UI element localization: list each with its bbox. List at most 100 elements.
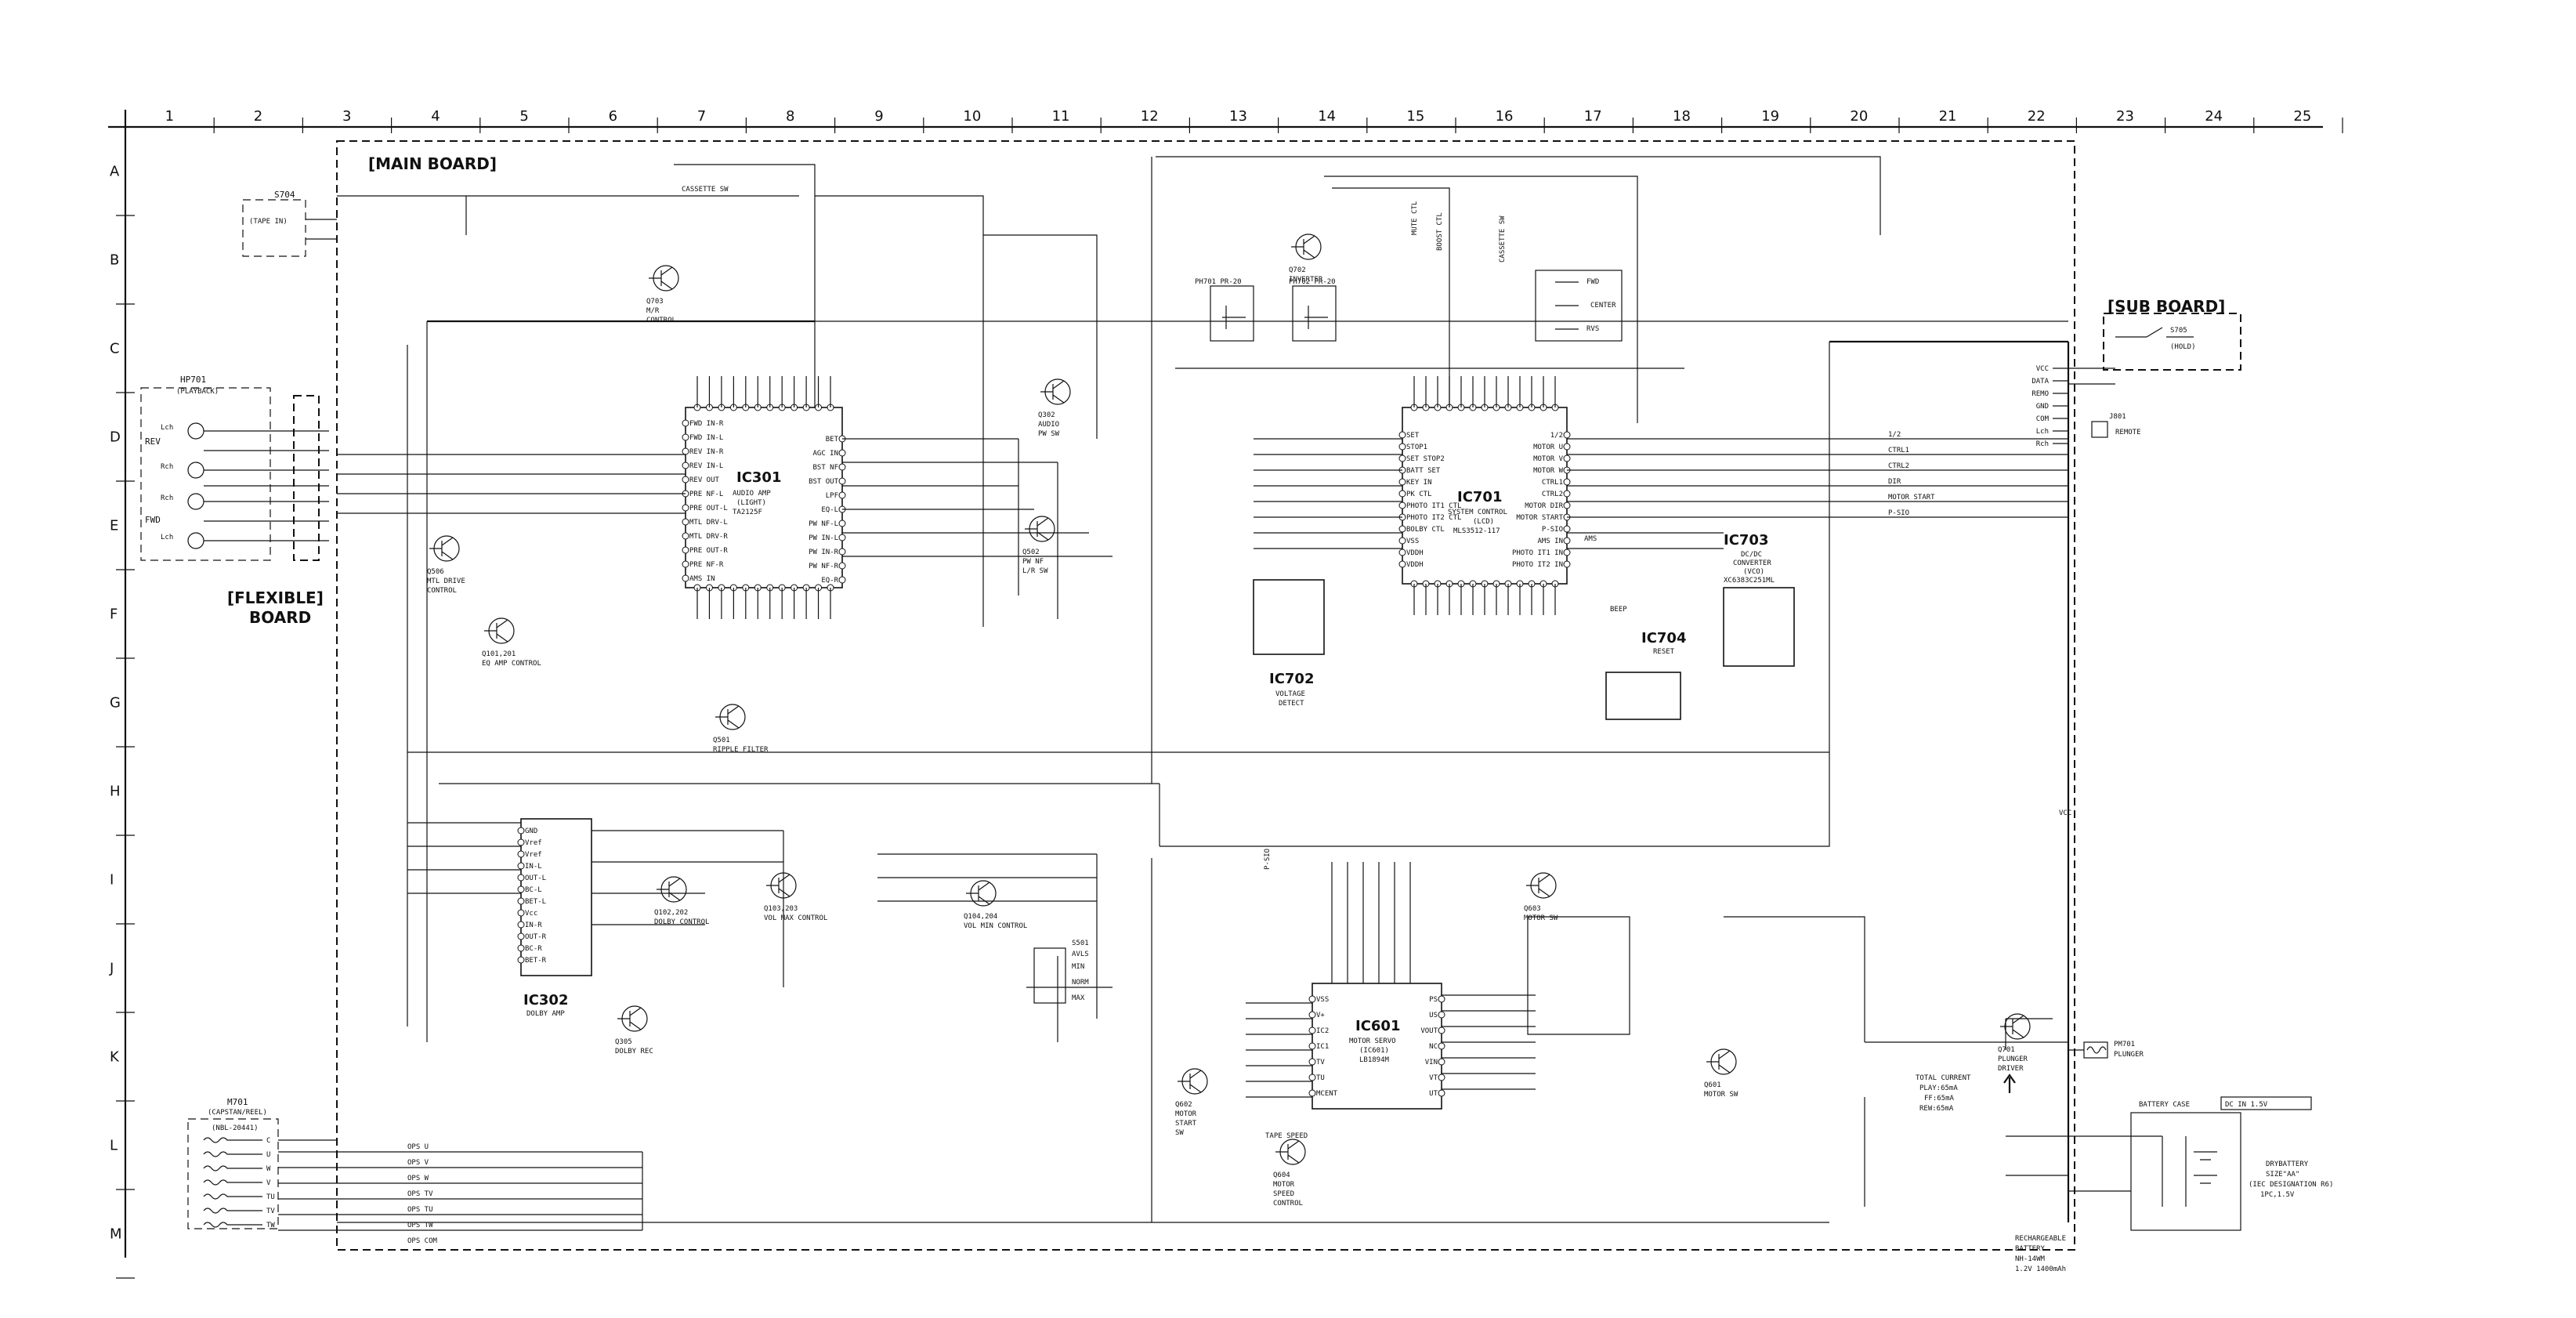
ic601-left-pin-label: VSS	[1316, 996, 1329, 1004]
ic301-left-pin-label: FWD IN-L	[689, 434, 723, 442]
ic301-left-pin	[682, 433, 689, 441]
transistor-function: VOL MIN CONTROL	[964, 922, 1027, 930]
ic301-right-pin-label: PW IN-R	[809, 549, 839, 556]
ic701-left-pin-label: STOP1	[1406, 444, 1427, 451]
ic302-pin	[517, 897, 525, 905]
grid-column-label: 10	[963, 108, 981, 125]
transistor-symbols	[429, 234, 2031, 1165]
ic302-pin-label: BET-L	[525, 898, 546, 906]
svg-text:HP701: HP701	[180, 375, 206, 385]
grid-column-label: 15	[1406, 108, 1424, 125]
ic701-left-pin	[1398, 537, 1406, 545]
svg-text:RVS: RVS	[1586, 325, 1599, 333]
svg-text:VCC: VCC	[2059, 809, 2071, 817]
ic601-left-pin	[1308, 1011, 1316, 1019]
grid-row-label: I	[110, 872, 114, 889]
svg-text:PM701: PM701	[2114, 1041, 2135, 1048]
ic701-right-pin-label: CTRL2	[1542, 491, 1563, 498]
ic301-left-pin	[682, 476, 689, 483]
ic302-pin	[517, 874, 525, 882]
transistor-function: MTL DRIVE	[427, 578, 465, 585]
ic701-left-pin-label: VDDH	[1406, 561, 1424, 569]
grid-column-label: 1	[165, 108, 174, 125]
svg-text:Rch: Rch	[161, 494, 173, 502]
svg-text:PLAY:65mA: PLAY:65mA	[1919, 1084, 1958, 1092]
grid-column-label: 5	[519, 108, 528, 125]
transistor-function: PLUNGER	[1998, 1055, 2028, 1063]
svg-text:REV: REV	[145, 436, 161, 447]
ic302-pin-label: GND	[525, 827, 537, 835]
grid-column-label: 22	[2028, 108, 2046, 125]
total-current-note: TOTAL CURRENT PLAY:65mA FF:65mA REW:65mA	[1916, 1074, 2016, 1113]
ic701-right-pin	[1563, 490, 1571, 498]
ic701-net-label: DIR	[1888, 478, 1901, 486]
ic301-right-pin	[838, 562, 846, 570]
sub-row-label: Rch	[2036, 440, 2049, 448]
ic701-net-label: MOTOR START	[1888, 494, 1935, 501]
svg-text:BOOST CTL: BOOST CTL	[1436, 212, 1444, 251]
ic301-left-pin	[682, 447, 689, 455]
ic703-dcdc-converter: IC703 DC/DC CONVERTER (VCO) XC6383C251ML	[1723, 532, 1795, 667]
ic302-pin	[517, 932, 525, 940]
grid-column-label: 2	[254, 108, 262, 125]
transistor-ref: Q101,201	[482, 650, 516, 658]
svg-text:NORM: NORM	[1072, 979, 1089, 987]
ic601-right-pin-label: US	[1429, 1012, 1438, 1019]
ic601-left-pin-label: TV	[1316, 1059, 1325, 1066]
ic701-left-pin	[1398, 525, 1406, 533]
ic302-pin	[517, 944, 525, 952]
ic601-left-pin	[1308, 1089, 1316, 1097]
svg-text:FWD: FWD	[145, 515, 161, 525]
ic701-left-pin-label: PHOTO IT1 CTL	[1406, 502, 1461, 510]
ic601-left-pin-label: IC2	[1316, 1027, 1329, 1035]
ic701-right-pin	[1563, 501, 1571, 509]
photo-interrupters: PH701 PR-20 PH702 PR-20	[1195, 278, 1337, 342]
ic701-net-label: CTRL2	[1888, 462, 1909, 470]
transistor-ref: Q506	[427, 568, 444, 576]
ic301-right-pin	[838, 534, 846, 541]
svg-text:IC601: IC601	[1355, 1018, 1400, 1034]
svg-text:VOLTAGE: VOLTAGE	[1275, 690, 1305, 698]
ic301-left-pin	[682, 546, 689, 554]
ic701-right-pin-label: 1/2	[1550, 432, 1563, 440]
ic601-left-pin-label: MCENT	[1316, 1090, 1338, 1098]
transistor-function: INVERTER	[1289, 276, 1323, 284]
grid-row-label: H	[110, 784, 121, 800]
sub-board-outline	[2103, 313, 2241, 371]
grid-column-label: 24	[2205, 108, 2223, 125]
ic301-right-pin-label: PW NF-R	[809, 563, 839, 570]
ic601-right-pin-label: VOUT	[1420, 1027, 1438, 1035]
ic301-right-pin-label: AGC IN	[812, 450, 838, 458]
svg-text:CONVERTER: CONVERTER	[1733, 559, 1771, 567]
transistor-function: CONTROL	[646, 317, 676, 324]
ic701-right-pin	[1563, 525, 1571, 533]
ic701-net-label: 1/2	[1888, 431, 1901, 439]
ic301-right-pin-label: PW IN-L	[809, 534, 838, 542]
ic601-right-pin	[1438, 1089, 1445, 1097]
transistor-function: PW SW	[1038, 430, 1060, 438]
net-labels: CASSETTE SW MUTE CTL BOOST CTL BEEP TAPE…	[682, 186, 2071, 1140]
ic301-audio-amp: IC301 AUDIO AMP (LIGHT) TA2125F FWD IN-R…	[682, 376, 846, 619]
svg-text:XC6383C251ML: XC6383C251ML	[1724, 577, 1775, 585]
grid-column-label: 13	[1229, 108, 1247, 125]
sub-row-label: REMO	[2031, 390, 2049, 398]
ic301-right-pin	[838, 491, 846, 499]
ic701-left-pin-label: KEY IN	[1406, 479, 1432, 487]
flex-signal-label: OPS TV	[407, 1190, 433, 1198]
ic701-right-pin-label: CTRL1	[1542, 479, 1563, 487]
transistor-function: M/R	[646, 307, 660, 315]
grid-column-label: 18	[1673, 108, 1691, 125]
ic301-left-pin-label: REV OUT	[689, 476, 720, 484]
svg-text:MUTE CTL: MUTE CTL	[1411, 201, 1419, 235]
ic601-right-pin-label: UT	[1429, 1090, 1438, 1098]
ic701-left-pin-label: BOLBY CTL	[1406, 526, 1445, 534]
ic301-left-pin-label: PRE OUT-R	[689, 547, 728, 555]
ic601-left-pin-label: V+	[1316, 1012, 1325, 1019]
m701-pin-label: V	[266, 1179, 271, 1187]
transistor-ref: Q603	[1524, 905, 1541, 913]
ic301-right-pin	[838, 477, 846, 485]
ic701-right-pin-label: PHOTO IT2 IN	[1512, 561, 1563, 569]
ic601-left-pin-label: TU	[1316, 1074, 1325, 1082]
